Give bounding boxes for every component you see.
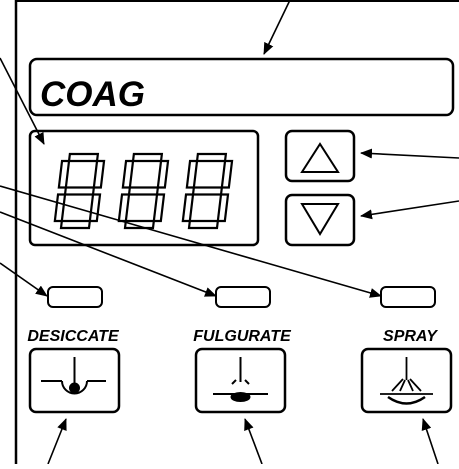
digit-2-segment-e	[117, 193, 131, 223]
spray-label: SPRAY	[383, 328, 438, 345]
desiccate-label: DESICCATE	[27, 328, 120, 345]
leader-fulgurate-button	[244, 418, 263, 465]
fulgurate-label: FULGURATE	[193, 328, 292, 345]
mode-display-text: COAG	[40, 75, 145, 114]
digit-3-segment-d	[187, 219, 220, 230]
leader-desiccate-button	[47, 418, 67, 465]
desiccate-electrode-icon	[41, 357, 106, 395]
leader-spray-button	[421, 418, 439, 465]
down-triangle-icon	[300, 203, 340, 236]
leader-decrease-button	[360, 200, 459, 220]
leader-mode-display	[263, 0, 291, 55]
leader-fulgurate-lamp	[0, 211, 217, 297]
digit-1-segment-b	[92, 159, 106, 189]
desiccate-button[interactable]	[28, 347, 121, 414]
digit-3-segment-b	[220, 159, 234, 189]
digit-3-segment-e	[181, 193, 195, 223]
fulgurate-electrode-icon	[213, 357, 268, 402]
spray-electrode-icon	[380, 357, 433, 405]
digit-2-segment-c	[152, 193, 166, 223]
digit-2-segment-g	[127, 186, 160, 196]
digit-2-segment-b	[156, 159, 170, 189]
up-triangle-icon	[300, 142, 340, 173]
digit-1-segment-e	[53, 193, 67, 223]
fulgurate-indicator-lamp	[215, 286, 271, 308]
leader-desiccate-lamp	[0, 262, 48, 297]
digit-2-segment-d	[123, 219, 156, 230]
digit-3-segment-c	[216, 193, 230, 223]
spray-button[interactable]	[360, 347, 453, 414]
decrease-button[interactable]	[284, 193, 356, 247]
fulgurate-button[interactable]	[194, 347, 287, 414]
digit-1-segment-d	[59, 219, 92, 230]
spray-indicator-lamp	[380, 286, 436, 308]
leader-spray-lamp	[0, 185, 382, 298]
leader-increase-button	[360, 148, 459, 159]
desiccate-indicator-lamp	[47, 286, 103, 308]
leader-power-readout	[0, 57, 45, 145]
seven-segment-digits	[53, 152, 234, 230]
digit-1-segment-g	[63, 186, 96, 196]
digit-3-segment-g	[191, 186, 224, 196]
mode-display-window	[28, 57, 455, 117]
increase-button[interactable]	[284, 129, 356, 183]
